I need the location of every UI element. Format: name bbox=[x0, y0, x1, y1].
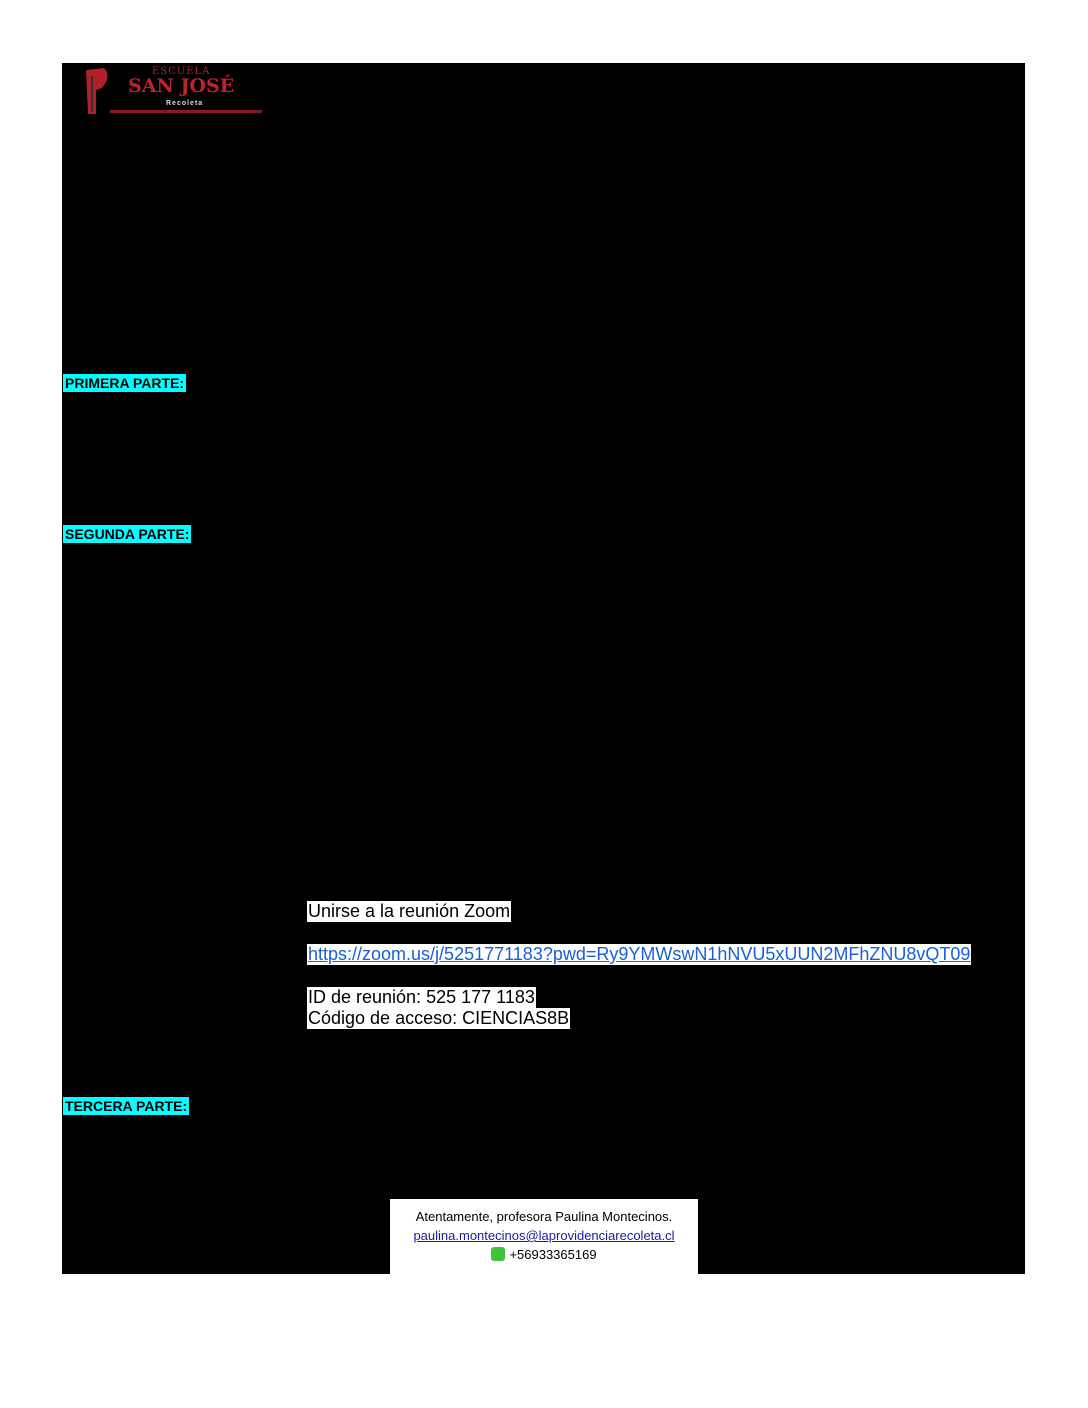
section-heading-third: TERCERA PARTE: bbox=[63, 1097, 190, 1115]
signature-text: Atentamente, profesora Paulina Montecino… bbox=[415, 1209, 673, 1224]
phone-number: +56933365169 bbox=[509, 1247, 597, 1262]
logo-line-3: Recoleta bbox=[166, 100, 204, 107]
school-emblem-icon bbox=[86, 68, 108, 114]
logo-school-name: SAN JOSÉ bbox=[128, 75, 235, 97]
email-link[interactable]: paulina.montecinos@laprovidenciarecoleta… bbox=[413, 1228, 675, 1243]
whatsapp-icon bbox=[491, 1247, 506, 1261]
logo-line-1: ESCUELA bbox=[152, 66, 211, 77]
zoom-access-code: Código de acceso: CIENCIAS8B bbox=[307, 1008, 571, 1029]
zoom-meeting-id: ID de reunión: 525 177 1183 bbox=[307, 987, 536, 1008]
section-heading-first: PRIMERA PARTE: bbox=[63, 374, 186, 392]
logo-tagline bbox=[110, 110, 262, 113]
zoom-link[interactable]: https://zoom.us/j/5251771183?pwd=Ry9YMWs… bbox=[307, 944, 972, 965]
document-page bbox=[62, 63, 1025, 1274]
section-heading-second: SEGUNDA PARTE: bbox=[63, 525, 192, 543]
zoom-title: Unirse a la reunión Zoom bbox=[307, 901, 512, 922]
signature-box: Atentamente, profesora Paulina Montecino… bbox=[390, 1199, 698, 1274]
school-logo: ESCUELA SAN JOSÉ Recoleta bbox=[82, 66, 262, 118]
